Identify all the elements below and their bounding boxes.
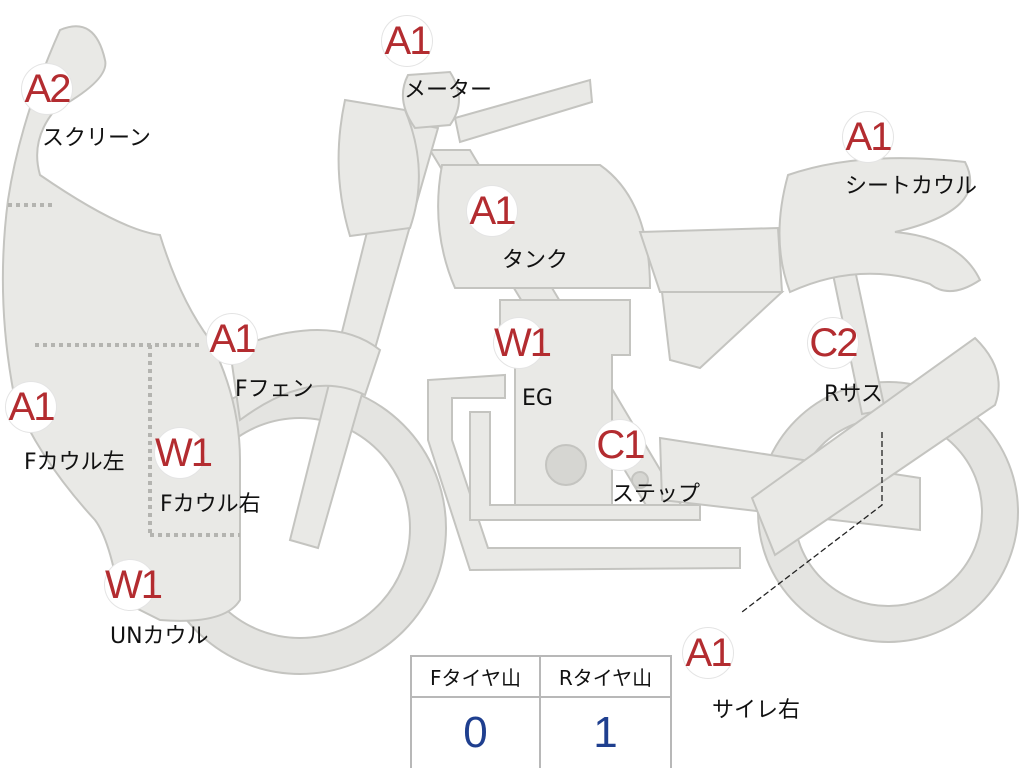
front-tyre-tread-header: Fタイヤ山 — [412, 657, 541, 698]
meter-shape — [401, 70, 460, 130]
label-screen: スクリーン — [42, 126, 151, 151]
rear-tyre-tread-header: Rタイヤ山 — [541, 657, 670, 698]
seat — [638, 226, 784, 293]
tyre-tread-table: Fタイヤ山 Rタイヤ山 0 1 — [410, 655, 672, 768]
label-tank: タンク — [502, 248, 569, 273]
grade-f-cowl-right: W1 — [155, 428, 213, 478]
grade-under-cowl: W1 — [105, 560, 163, 610]
handlebar — [453, 78, 594, 144]
grade-tank: A1 — [467, 186, 517, 236]
label-f-cowl-left: Fカウル左 — [24, 450, 125, 475]
headlight — [337, 98, 420, 238]
grade-r-suspension: C2 — [808, 318, 859, 368]
grade-engine: W1 — [494, 318, 552, 368]
label-silencer-right: サイレ右 — [712, 698, 801, 723]
grade-meter: A1 — [382, 16, 432, 66]
label-seat-cowl: シートカウル — [845, 174, 978, 199]
label-meter: メーター — [404, 78, 493, 103]
rear-tyre-tread-value: 1 — [593, 708, 618, 757]
grade-f-cowl-left: A1 — [6, 382, 56, 432]
front-cowl — [1, 25, 241, 622]
grade-screen: A2 — [22, 64, 72, 114]
label-f-fender: Fフェン — [235, 377, 314, 402]
silencer — [750, 336, 1000, 557]
exhaust-pipe — [427, 373, 741, 572]
label-r-suspension: Rサス — [824, 382, 883, 407]
grade-seat-cowl: A1 — [843, 112, 893, 162]
label-engine: EG — [522, 386, 553, 411]
front-tyre-tread-value: 0 — [412, 698, 541, 768]
front-fender — [228, 329, 382, 422]
label-step: ステップ — [612, 482, 701, 507]
grade-step: C1 — [595, 420, 646, 470]
label-f-cowl-right: Fカウル右 — [160, 492, 261, 517]
suspension-leader-line — [741, 432, 883, 613]
grade-silencer-right: A1 — [683, 628, 733, 678]
grade-f-fender: A1 — [207, 314, 257, 364]
seat-cowl-shape — [778, 157, 982, 294]
label-under-cowl: UNカウル — [110, 624, 209, 649]
